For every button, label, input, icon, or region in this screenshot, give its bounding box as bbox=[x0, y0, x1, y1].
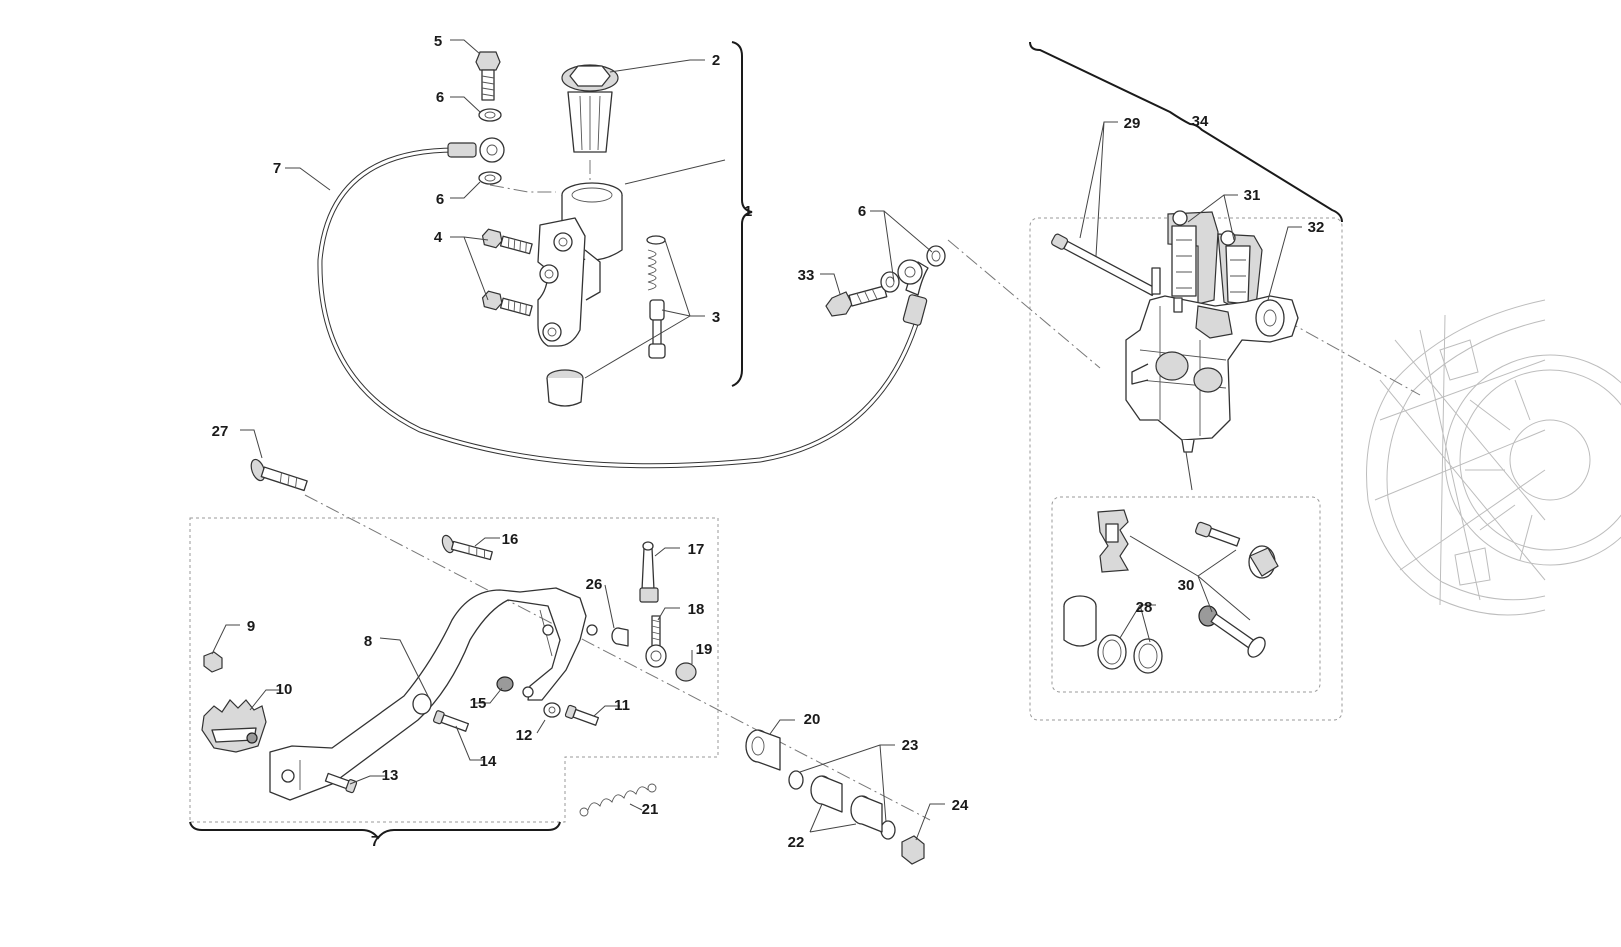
callout-1: 1 bbox=[744, 203, 752, 220]
bracket-caliper bbox=[1029, 41, 1343, 223]
pedal-group bbox=[201, 458, 925, 865]
callout-23: 22 bbox=[788, 834, 805, 851]
caliper-kit-box bbox=[1051, 496, 1321, 693]
callout-26: 26 bbox=[586, 576, 603, 593]
callout-32: 32 bbox=[1308, 219, 1325, 236]
centerline-caliper-wheel bbox=[1284, 319, 1421, 396]
callout-24: 23 bbox=[902, 737, 919, 754]
callout-3: 3 bbox=[712, 309, 720, 326]
callout-12: 11 bbox=[614, 697, 630, 714]
caliper-banjo-parts bbox=[825, 245, 946, 317]
callout-21: 20 bbox=[804, 711, 821, 728]
rear-wheel-outline bbox=[1366, 299, 1621, 616]
callout-7: 7 bbox=[273, 160, 281, 177]
master-cylinder-group bbox=[475, 51, 666, 407]
callout-labels: 5 6 6 7 2 1 4 3 33 6 29 34 31 32 30 28 2… bbox=[212, 33, 1325, 851]
callout-6: 6 bbox=[436, 89, 444, 106]
callout-8: 7 bbox=[371, 833, 379, 850]
callout-25: 24 bbox=[952, 797, 969, 814]
callout-22: 21 bbox=[642, 801, 659, 818]
caliper-group-box bbox=[1029, 217, 1343, 721]
callout-27: 27 bbox=[212, 423, 229, 440]
centerline-mc-bolt bbox=[489, 184, 556, 193]
callout-11: 10 bbox=[276, 681, 293, 698]
callout-29: 29 bbox=[1124, 115, 1141, 132]
centerline-pedal-axis bbox=[304, 494, 931, 821]
callout-17: 16 bbox=[502, 531, 519, 548]
callout-30: 30 bbox=[1178, 577, 1195, 594]
leader-lines bbox=[211, 39, 1302, 841]
callout-15: 14 bbox=[480, 753, 497, 770]
callout-14: 13 bbox=[382, 767, 399, 784]
callout-33: 33 bbox=[798, 267, 815, 284]
callout-6: 6 bbox=[436, 191, 444, 208]
callout-2: 2 bbox=[712, 52, 720, 69]
callout-34: 34 bbox=[1192, 113, 1209, 130]
callout-5: 5 bbox=[434, 33, 442, 50]
callout-6: 6 bbox=[858, 203, 866, 220]
callout-4: 4 bbox=[434, 229, 443, 246]
callout-9: 8 bbox=[364, 633, 372, 650]
caliper-group bbox=[1051, 210, 1299, 674]
callout-28: 28 bbox=[1136, 599, 1153, 616]
callout-31: 31 bbox=[1244, 187, 1261, 204]
callout-19: 18 bbox=[688, 601, 705, 618]
pedal-group-box bbox=[189, 517, 719, 823]
callout-20: 19 bbox=[696, 641, 713, 658]
centerline-caliper-hose bbox=[947, 239, 1101, 369]
callout-13: 12 bbox=[516, 727, 533, 744]
callout-16: 15 bbox=[470, 695, 487, 712]
bracket-master-cylinder bbox=[731, 41, 753, 387]
callout-18: 17 bbox=[688, 541, 705, 558]
bracket-pedal bbox=[189, 821, 561, 840]
callout-10: 9 bbox=[247, 618, 255, 635]
